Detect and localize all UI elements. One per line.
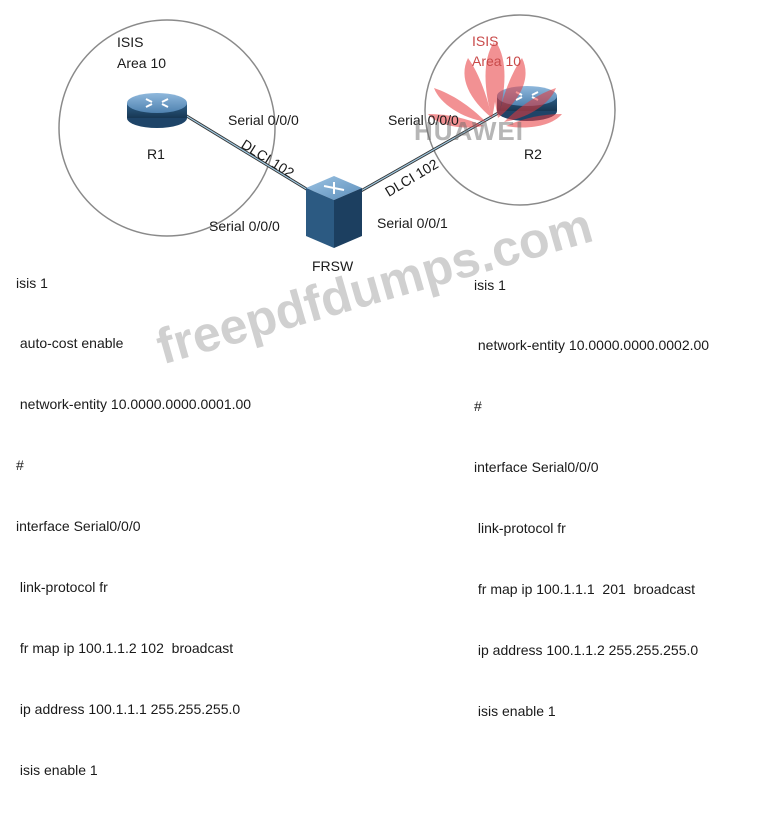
config-line: fr map ip 100.1.1.2 102 broadcast (16, 639, 234, 656)
config-line: ip address 100.1.1.1 255.255.255.0 (16, 700, 241, 717)
config-line: # (16, 457, 24, 474)
network-diagram: ISIS Area 10 ISIS Area 10 R1 R2 FRSW Ser… (16, 14, 709, 778)
frsw-left-interface-label: Serial 0/0/0 (209, 218, 280, 234)
config-line: network-entity 10.0000.0000.0001.00 (16, 396, 252, 413)
r2-label: R2 (524, 146, 542, 162)
left-isis-area-circle (58, 19, 276, 237)
config-line: network-entity 10.0000.0000.0002.00 (474, 337, 710, 354)
right-area-protocol: ISIS (472, 33, 499, 49)
config-line: ip address 100.1.1.2 255.255.255.0 (474, 641, 699, 658)
left-area-name: Area 10 (117, 55, 167, 71)
diagram-canvas (58, 14, 616, 248)
frsw-label: FRSW (312, 258, 354, 274)
config-line: # (474, 398, 482, 415)
config-line: isis 1 (474, 276, 506, 293)
left-area-protocol: ISIS (117, 34, 144, 50)
right-isis-area-circle (424, 14, 616, 206)
config-line: isis enable 1 (16, 761, 98, 778)
r2-config-block: isis 1 network-entity 10.0000.0000.0002.… (474, 234, 709, 762)
frsw-right-interface-label: Serial 0/0/1 (377, 215, 448, 231)
config-line: isis enable 1 (474, 702, 556, 719)
r1-frsw-link-inner (184, 114, 319, 197)
config-line: link-protocol fr (16, 579, 108, 596)
config-line: fr map ip 100.1.1.1 201 broadcast (474, 581, 696, 598)
config-line: link-protocol fr (474, 520, 566, 537)
frame-relay-switch-icon (306, 176, 362, 248)
r1-interface-label: Serial 0/0/0 (228, 112, 299, 128)
huawei-watermark-text: HUAWEI (414, 116, 524, 146)
r1-label: R1 (147, 146, 165, 162)
huawei-logo-watermark (428, 42, 562, 128)
r1-config-block: isis 1 auto-cost enable network-entity 1… (16, 232, 251, 821)
router-icon (127, 93, 187, 128)
right-area-name: Area 10 (472, 53, 522, 69)
config-line: interface Serial0/0/0 (474, 459, 599, 476)
config-line: auto-cost enable (16, 335, 124, 352)
r2-interface-label: Serial 0/0/0 (388, 112, 459, 128)
config-line: isis 1 (16, 274, 48, 291)
config-line: interface Serial0/0/0 (16, 518, 141, 535)
